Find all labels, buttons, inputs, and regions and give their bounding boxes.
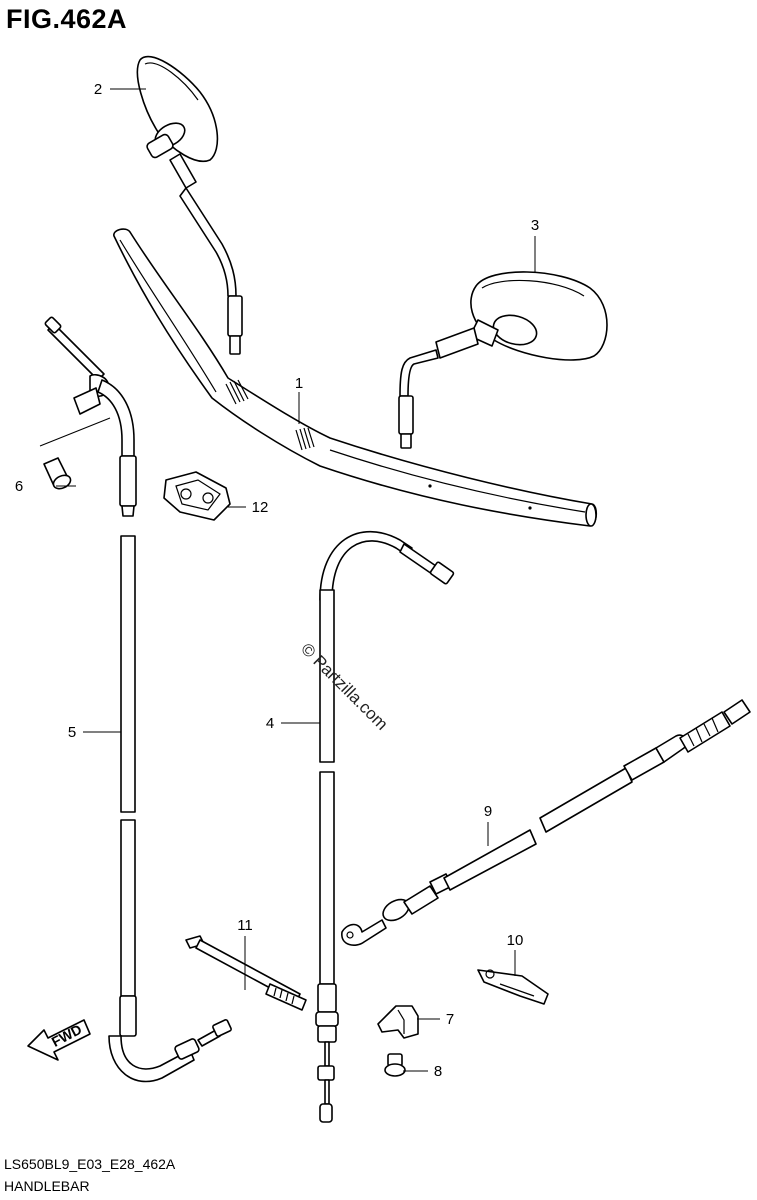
cable-long-left[interactable] xyxy=(44,316,232,1083)
clutch-cable[interactable] xyxy=(341,699,751,946)
bracket-10[interactable] xyxy=(477,969,549,1005)
clamp-12[interactable] xyxy=(163,471,231,521)
section-name: HANDLEBAR xyxy=(4,1178,90,1194)
callout-8[interactable]: 8 xyxy=(434,1063,442,1080)
callout-9[interactable]: 9 xyxy=(484,803,492,820)
forward-arrow-icon: FWD xyxy=(27,1019,91,1061)
watermark: © Partzilla.com xyxy=(297,639,391,733)
cable-tie[interactable] xyxy=(185,935,307,1011)
callout-2[interactable]: 2 xyxy=(94,81,102,98)
model-code: LS650BL9_E03_E28_462A xyxy=(4,1156,176,1172)
bolt-8[interactable] xyxy=(384,1053,406,1077)
mirror-right[interactable] xyxy=(398,271,608,449)
callout-3[interactable]: 3 xyxy=(531,217,539,234)
clamp-7[interactable] xyxy=(377,1005,419,1039)
bolt-6[interactable] xyxy=(43,457,73,491)
callout-7[interactable]: 7 xyxy=(446,1011,454,1028)
handlebar[interactable] xyxy=(113,228,598,527)
callout-4[interactable]: 4 xyxy=(266,715,274,732)
callout-12[interactable]: 12 xyxy=(252,499,269,516)
callout-10[interactable]: 10 xyxy=(507,932,524,949)
callout-5[interactable]: 5 xyxy=(68,724,76,741)
callout-11[interactable]: 11 xyxy=(237,917,253,934)
callout-6[interactable]: 6 xyxy=(15,478,23,495)
cable-middle[interactable] xyxy=(315,530,455,1123)
leader-lines xyxy=(39,88,536,1072)
figure-title: FIG.462A xyxy=(6,4,128,34)
callout-1[interactable]: 1 xyxy=(295,375,303,392)
knurled-band-icon xyxy=(225,379,315,451)
mirror-left[interactable] xyxy=(136,55,243,355)
